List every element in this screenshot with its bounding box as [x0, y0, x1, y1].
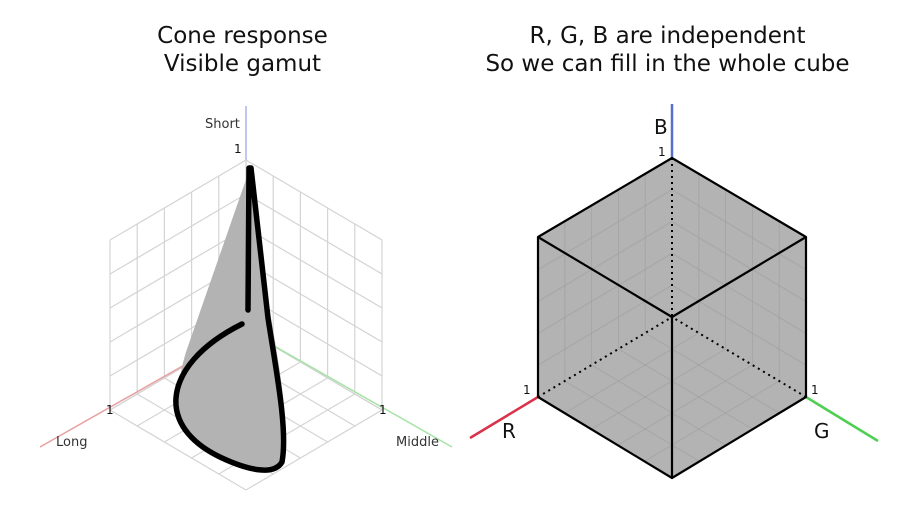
- rgb-cube-diagram: B 1 R 1 G 1: [469, 104, 879, 480]
- g-axis-label: G: [814, 419, 830, 443]
- grid-line: [245, 261, 383, 343]
- grid-line: [109, 409, 247, 491]
- cube-grid-line: [671, 284, 807, 366]
- grid-line: [245, 159, 383, 241]
- cube-grid-line: [644, 380, 780, 462]
- cube-grid-line: [618, 348, 753, 430]
- grid-line: [109, 227, 247, 309]
- grid-line: [245, 193, 383, 275]
- cube-grid-line: [591, 364, 726, 446]
- cone-title-line1: Cone response: [157, 23, 328, 49]
- cube-grid-line: [671, 252, 807, 334]
- long-axis-label: Long: [56, 435, 87, 450]
- short-axis-label: Short: [205, 117, 240, 132]
- r-axis-label: R: [502, 419, 516, 443]
- rgb-title-line2: So we can fill in the whole cube: [485, 51, 850, 77]
- cube-visible-edges: [536, 156, 808, 480]
- cone-title-line2: Visible gamut: [163, 51, 322, 77]
- b-axis-label: B: [654, 115, 668, 139]
- cube-grid-line: [537, 189, 673, 271]
- cube-grid-line: [537, 284, 673, 366]
- r-tick-label: 1: [523, 383, 531, 397]
- middle-axis: [245, 329, 453, 448]
- cone-response-title: Cone response Visible gamut: [100, 22, 385, 78]
- cube-grid-line: [564, 332, 700, 414]
- short-tick-label: 1: [234, 142, 242, 156]
- cube-grid-line: [591, 348, 726, 430]
- cube-grid-line: [564, 380, 700, 462]
- cube-grid-line: [537, 221, 673, 303]
- cube-grid-line: [618, 364, 753, 446]
- cube-hidden-edges: [537, 158, 807, 398]
- cube-grid-line: [671, 221, 807, 303]
- spectral-locus-curve: [173, 165, 287, 473]
- grid-line: [109, 193, 247, 275]
- cube-grid-line: [671, 189, 807, 271]
- grid-line: [245, 409, 383, 491]
- g-axis: [805, 395, 879, 443]
- middle-axis-label: Middle: [396, 435, 439, 450]
- grid-line: [245, 227, 383, 309]
- rgb-title-line1: R, G, B are independent: [529, 23, 806, 49]
- cone-response-diagram: Short 1 Long 1 Middle 1: [39, 106, 453, 491]
- b-tick-label: 1: [658, 145, 666, 159]
- cube-grid: [537, 174, 807, 462]
- r-axis: [469, 395, 539, 440]
- g-tick-label: 1: [811, 383, 819, 397]
- grid-line: [109, 159, 247, 241]
- rgb-cube-title: R, G, B are independent So we can fill i…: [455, 22, 880, 78]
- cube-grid-line: [644, 332, 780, 414]
- cube-grid-line: [537, 252, 673, 334]
- middle-tick-label: 1: [379, 403, 387, 417]
- long-tick-label: 1: [106, 403, 114, 417]
